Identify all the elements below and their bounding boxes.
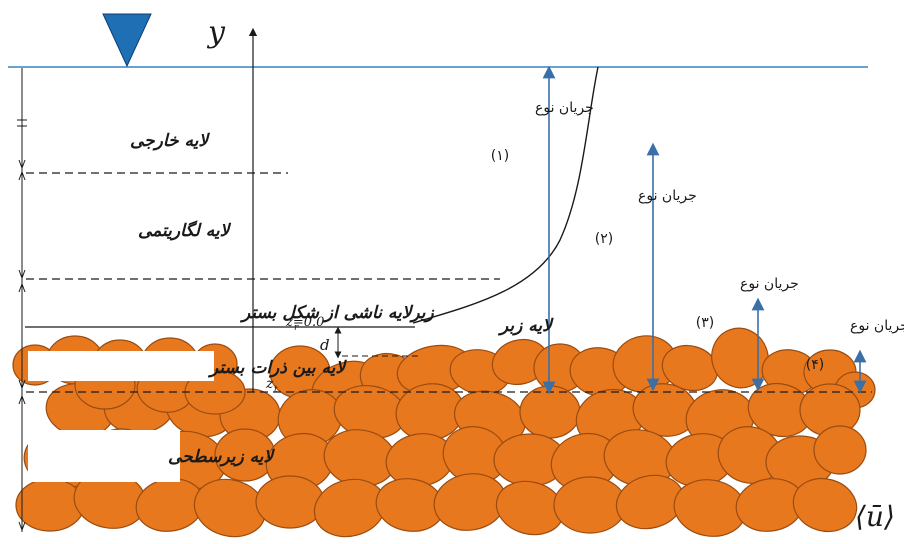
- bed-grain: [813, 425, 867, 475]
- roughness-layer-label: لایه زبر: [497, 316, 554, 336]
- velocity-profile-curve: [412, 66, 599, 324]
- z-zero-label: z=0.0: [285, 315, 324, 330]
- flow-type-2-number: (۲): [595, 231, 613, 247]
- z-r-subscript: r: [294, 323, 299, 333]
- flow-type-1-number: (۱): [491, 148, 509, 164]
- x-axis-label: ⟨ū⟩: [855, 500, 895, 533]
- water-level-triangle-icon: [102, 13, 152, 68]
- form-induced-sublayer-label: زیرلایه ناشی از شکل بستر: [239, 303, 434, 323]
- flow-type-4-label: جریان نوع: [850, 318, 904, 334]
- flow-type-2-label: جریان نوع: [638, 188, 697, 204]
- interfacial-label-box: [28, 351, 214, 381]
- bed-grain: [255, 475, 325, 529]
- outer-layer-label: لایه خارجی: [130, 131, 210, 151]
- flow-type-3-label: جریان نوع: [740, 276, 799, 292]
- flow-type-3-number: (۳): [696, 315, 714, 331]
- d-label: d: [320, 336, 330, 354]
- flow-type-1-label: جریان نوع: [535, 100, 594, 116]
- subsurface-label-box: [28, 430, 180, 482]
- layer-ruler-ticks: [17, 119, 27, 532]
- bed-grain: [553, 476, 627, 534]
- bed-grain: [519, 385, 581, 439]
- subsurface-layer-label: لایه زیرسطحی: [168, 447, 275, 467]
- bed-grain: [15, 478, 85, 532]
- bed-grain: [711, 327, 769, 389]
- interfacial-layer-label: لایه بین ذرات بستر: [207, 358, 347, 378]
- log-layer-label: لایه لگاریتمی: [138, 220, 232, 241]
- z-t-label: z: [265, 376, 274, 392]
- z-t-subscript: t: [274, 385, 278, 395]
- bed-grain: [792, 477, 858, 533]
- flow-type-4-number: (۴): [806, 357, 824, 373]
- y-axis-label: y: [206, 15, 226, 50]
